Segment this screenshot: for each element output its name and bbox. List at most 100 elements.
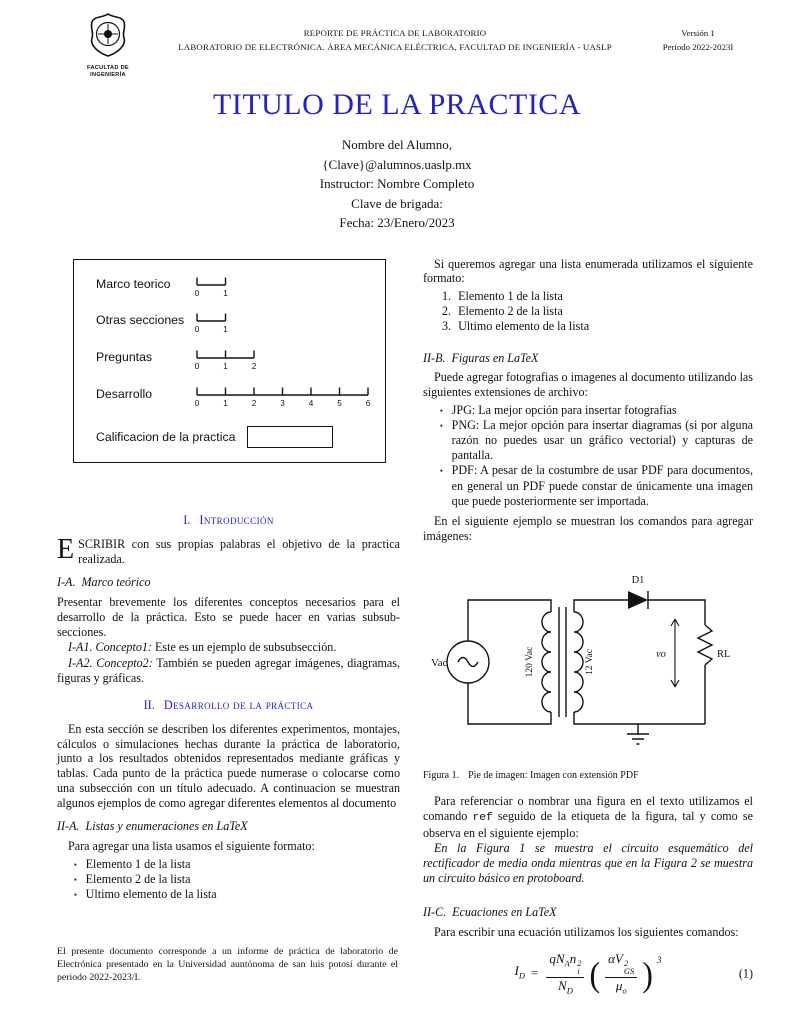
- diode-icon: [628, 591, 648, 610]
- rubric-row: Desarrollo 0 1 2 3 4 5 6: [96, 387, 373, 414]
- list-item: ▪ PNG: La mejor opción para insertar dia…: [423, 418, 753, 464]
- ground-icon: [627, 724, 649, 746]
- list-item: ▪ Elemento 2 de la lista: [57, 872, 400, 887]
- subsection-title: Marco teórico: [81, 575, 151, 590]
- svg-text:1: 1: [223, 399, 228, 408]
- paragraph-ecuacion-intro: Para escribir una ecuación utilizamos lo…: [434, 925, 739, 940]
- subsection-number: II-A.: [57, 819, 80, 834]
- rubric-row-label: Otras secciones: [96, 313, 185, 328]
- svg-text:0: 0: [195, 362, 200, 371]
- svg-text:1: 1: [223, 325, 228, 334]
- page-header: FACULTAD DE INGENIERÍA REPORTE DE PRÁCTI…: [0, 0, 794, 84]
- paragraph-figuras-intro: Puede agregar fotografias o imagenes al …: [423, 370, 753, 399]
- svg-text:2: 2: [252, 399, 257, 408]
- author-name: Nombre del Alumno,: [341, 137, 453, 152]
- subsection-number: I-A.: [57, 575, 76, 590]
- subsubsection-text: También se pueden agregar imágenes, diag…: [57, 655, 400, 685]
- subsubsection-text: Este es un ejemplo de subsubsección.: [155, 640, 337, 655]
- svg-text:0: 0: [195, 289, 200, 298]
- section-number: II.: [143, 698, 155, 713]
- list-item-number: 1.: [442, 288, 452, 303]
- paragraph-referencia-a: Para referenciar o nombrar una figura en…: [423, 794, 753, 823]
- figure-caption: Figura 1.Pie de imagen: Imagen con exten…: [423, 769, 753, 784]
- section-heading-introduccion: I. Introducción: [57, 513, 400, 528]
- header-version-block: Versión 1 Periodo 2022-2023I: [650, 12, 746, 54]
- author-email: {Clave}@alumnos.uaslp.mx: [322, 156, 472, 172]
- sine-wave-icon: [457, 657, 479, 668]
- label-vo: vo: [656, 649, 666, 660]
- svg-text:5: 5: [337, 399, 342, 408]
- bullet-list-extensions: ▪ JPG: La mejor opción para insertar fot…: [423, 403, 753, 509]
- subsection-heading-marco-teorico: I-A. Marco teórico: [57, 575, 400, 590]
- bullet-icon: ▪: [440, 405, 443, 415]
- svg-text:3: 3: [280, 399, 285, 408]
- list-item-text: Elemento 2 de la lista: [85, 871, 191, 886]
- paragraph-ejemplo-comandos: En el siguiente ejemplo se muestran los …: [423, 514, 753, 543]
- list-item-text: Elemento 1 de la lista: [85, 856, 191, 871]
- rating-scale: 0 1 2 3 4 5 6: [192, 384, 373, 414]
- intro-text: SCRIBIR con sus propias palabras el obje…: [78, 537, 400, 566]
- svg-text:1: 1: [223, 289, 228, 298]
- label-rl: RL: [717, 649, 730, 660]
- subsection-heading-listas: II-A. Listas y enumeraciones en LaTeX: [57, 819, 400, 834]
- crest-icon: [90, 13, 126, 57]
- circuit-wires: [446, 591, 714, 746]
- paragraph-referencia-b: seguido de la etiqueta de la figura, tal…: [423, 808, 753, 840]
- svg-text:4: 4: [309, 399, 314, 408]
- svg-text:1: 1: [223, 362, 228, 371]
- list-item-text: Elemento 1 de la lista: [458, 288, 563, 303]
- rubric-grade-row: Calificacion de la practica: [96, 426, 373, 449]
- paragraph-referencia: Para referenciar o nombrar una figura en…: [423, 794, 753, 840]
- list-item: 2. Elemento 2 de la lista: [423, 304, 753, 319]
- transformer-secondary-coil: [573, 611, 584, 714]
- svg-text:6: 6: [366, 399, 371, 408]
- resistor-icon: [696, 624, 714, 725]
- bullet-list: ▪ Elemento 1 de la lista ▪ Elemento 2 de…: [57, 857, 400, 903]
- list-item-text: Elemento 2 de la lista: [458, 304, 563, 319]
- figure-caption-text: Pie de imagen: Imagen con extensión PDF: [468, 770, 639, 782]
- list-item-text: PNG: La mejor opción para insertar diagr…: [451, 417, 753, 463]
- list-item: ▪ PDF: A pesar de la costumbre de usar P…: [423, 463, 753, 509]
- subsubsection-label: I-A2. Concepto2:: [68, 655, 153, 670]
- author-brigade: Clave de brigada:: [351, 195, 443, 211]
- header-lab-line: LABORATORIO DE ELECTRÓNICA. ÁREA MECÁNIC…: [178, 42, 612, 52]
- grade-label: Calificacion de la practica: [96, 429, 236, 444]
- rubric-row-label: Preguntas: [96, 349, 153, 364]
- subsection-title: Listas y enumeraciones en LaTeX: [85, 819, 248, 834]
- circuit-diagram: Vac 120 Vac 12 Vac D1 vo RL: [431, 575, 730, 746]
- numbered-list: 1. Elemento 1 de la lista 2. Elemento 2 …: [423, 289, 753, 335]
- list-item-text: Ultimo elemento de la lista: [458, 319, 590, 334]
- author-block: Nombre del Alumno, {Clave}@alumnos.uaslp…: [0, 135, 794, 233]
- section-number: I.: [183, 513, 191, 528]
- svg-text:0: 0: [195, 399, 200, 408]
- bullet-icon: ▪: [440, 466, 443, 476]
- list-item-number: 2.: [442, 304, 452, 319]
- document-title: TITULO DE LA PRACTICA: [213, 88, 581, 121]
- version-label: Versión 1: [681, 28, 715, 38]
- list-item-text: JPG: La mejor opción para insertar fotog…: [451, 402, 677, 417]
- label-vac: Vac: [431, 657, 448, 669]
- paragraph-ejemplo-italico: En la Figura 1 se muestra el circuito es…: [423, 841, 753, 885]
- eq-equals: =: [531, 965, 539, 981]
- header-report-line: REPORTE DE PRÁCTICA DE LABORATORIO: [303, 28, 487, 38]
- label-d1: D1: [632, 575, 645, 586]
- bullet-icon: ▪: [440, 420, 443, 430]
- university-logo: FACULTAD DE INGENIERÍA: [76, 12, 140, 78]
- rubric-row-label: Desarrollo: [96, 386, 153, 401]
- subsection-title: Figuras en LaTeX: [451, 350, 539, 365]
- transformer-primary-coil: [541, 611, 552, 714]
- eq-lhs: ID: [514, 963, 526, 981]
- section-title: Introducción: [199, 513, 274, 528]
- label-12vac: 12 Vac: [585, 649, 595, 675]
- list-item: 1. Elemento 1 de la lista: [423, 289, 753, 304]
